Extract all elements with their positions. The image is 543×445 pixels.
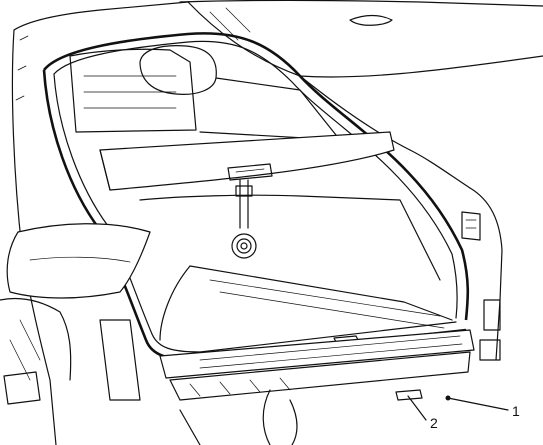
- callout-1-label: 1: [512, 403, 520, 419]
- left-trim-panel: [6, 223, 151, 299]
- callout-leaders: [407, 395, 509, 421]
- lower-wiring: [179, 389, 298, 445]
- rear-sill-plate: [99, 319, 475, 401]
- rear-seat: [69, 45, 341, 141]
- tie-down-strap: [231, 179, 257, 259]
- callout-2-label: 2: [430, 415, 438, 431]
- trim-retainer-clip: [395, 389, 423, 401]
- liftgate-panel: [179, 0, 543, 189]
- trunk-opening-seal: [42, 32, 470, 362]
- cargo-floor: [139, 194, 453, 347]
- right-quarter-panel: [461, 187, 503, 361]
- cargo-cover: [99, 131, 395, 191]
